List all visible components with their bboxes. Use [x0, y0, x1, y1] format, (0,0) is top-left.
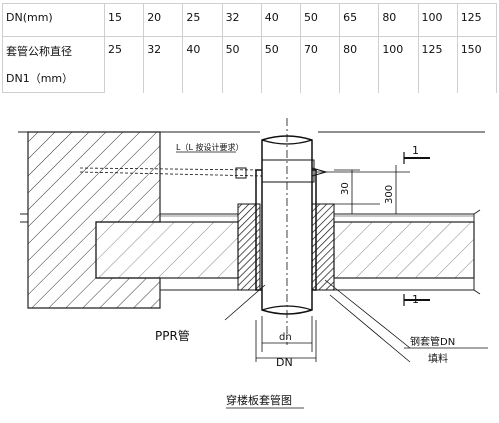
- length-dimension: [79, 167, 263, 171]
- label-dn1: dn: [279, 332, 292, 343]
- table-cell: 80: [378, 3, 419, 37]
- table-cell: 65: [339, 3, 380, 37]
- length-note: L（L 按设计要求）: [176, 142, 243, 152]
- dimension-300: 300: [384, 185, 395, 204]
- label-steel-sleeve: 钢套管DN: [410, 335, 455, 348]
- table-cell: 25: [182, 3, 223, 37]
- table-row: 套管公称直径 25 32 40 50 50 70 80 100 125 150: [2, 36, 498, 93]
- ppr-leader: [224, 284, 266, 321]
- table-cell: 50: [299, 3, 341, 37]
- table-cell: 50: [221, 36, 262, 93]
- figure-caption: 穿楼板套管图: [226, 393, 292, 407]
- row-header-dn1: DN1（mm）: [2, 68, 105, 93]
- wall-section: [27, 131, 161, 309]
- floor-slab-right: [333, 221, 475, 279]
- label-dn: DN: [276, 356, 293, 369]
- table-cell: 150: [456, 36, 498, 93]
- filler-left: [237, 203, 261, 291]
- filler-leader: [329, 294, 411, 363]
- sleeve-size-table: DN(mm) 15 20 25 32 40 50 65 80 100 125 套…: [2, 3, 498, 93]
- sleeve-leader: [324, 279, 411, 349]
- table-row: DN1（mm）: [2, 68, 497, 93]
- section-label-top: 1: [412, 144, 419, 157]
- dimension-30: 30: [340, 182, 351, 195]
- table-cell: 15: [103, 3, 145, 37]
- section-label-bottom: 1: [412, 293, 419, 306]
- floor-slab-left: [95, 221, 239, 279]
- table-cell: 125: [456, 3, 498, 37]
- row-header-sleeve-diameter: 套管公称直径: [2, 36, 105, 68]
- table-row: DN(mm) 15 20 25 32 40 50 65 80 100 125: [2, 3, 498, 37]
- row-header-dn: DN(mm): [2, 3, 105, 37]
- table-cell: 125: [417, 36, 458, 93]
- table-cell: 100: [417, 3, 458, 37]
- label-ppr-pipe: PPR管: [155, 328, 190, 343]
- label-filler: 填料: [428, 352, 448, 365]
- table-cell: 80: [339, 36, 380, 93]
